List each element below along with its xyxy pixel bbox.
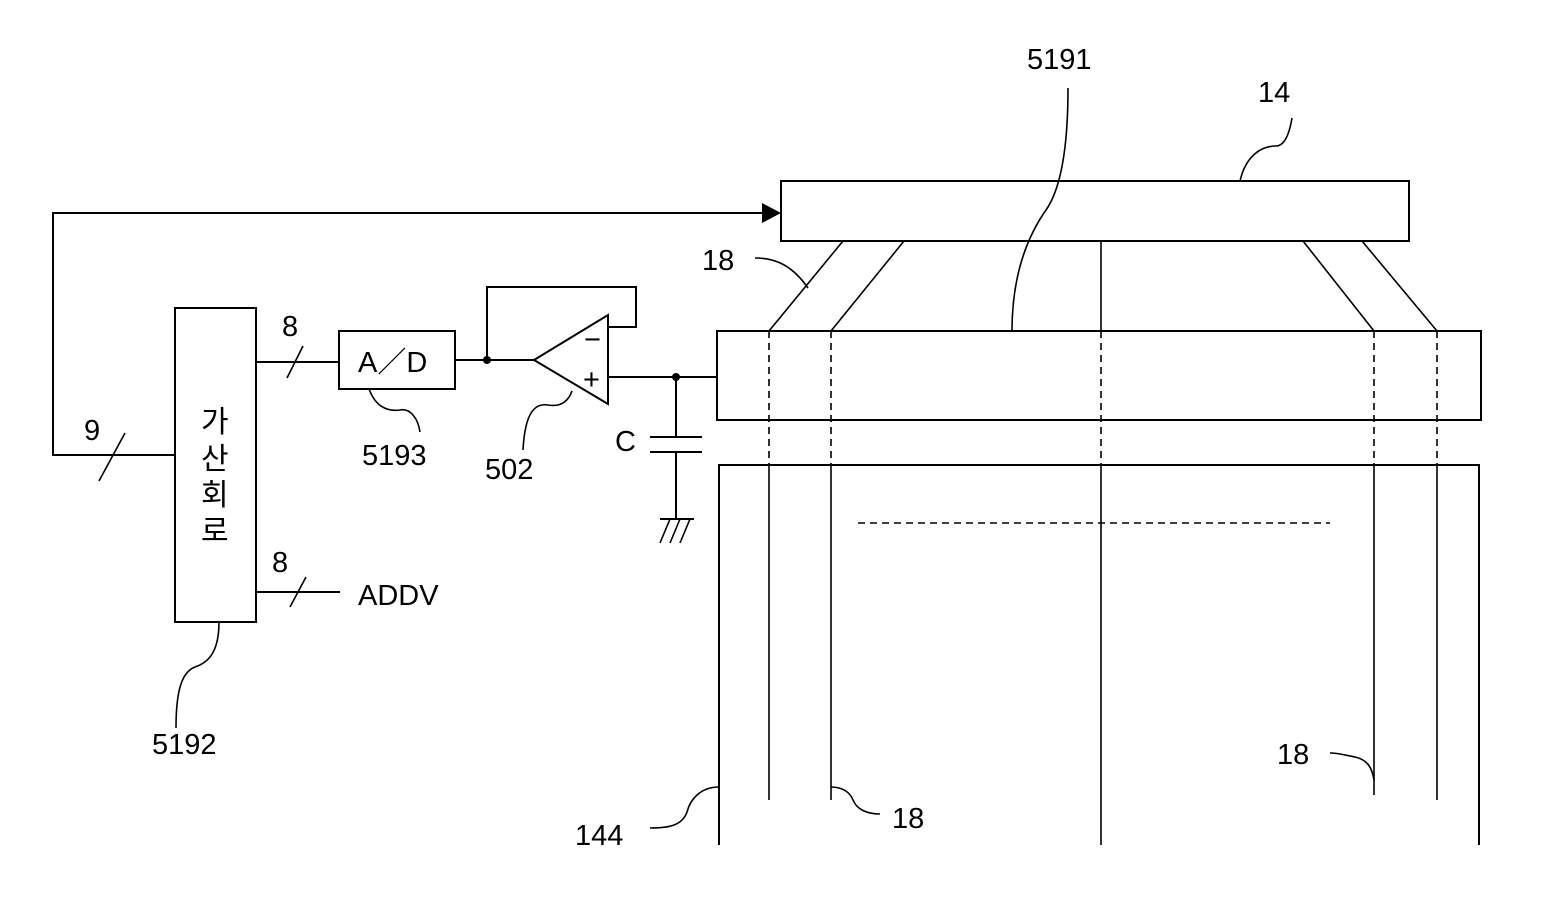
adder-char-2: 산 bbox=[201, 442, 229, 477]
label-502: 502 bbox=[485, 454, 533, 486]
adder-char-4: 로 bbox=[201, 514, 229, 549]
arrow-head bbox=[762, 203, 781, 223]
block-14 bbox=[781, 181, 1409, 241]
label-bus-8-bottom: 8 bbox=[272, 547, 288, 579]
label-bus-8-top: 8 bbox=[282, 311, 298, 343]
adder-char-3: 회 bbox=[201, 478, 229, 513]
label-capacitor: C bbox=[615, 426, 636, 458]
label-5193: 5193 bbox=[362, 440, 427, 472]
wires-18 bbox=[769, 241, 1437, 800]
panel-144 bbox=[719, 465, 1479, 845]
label-addv: ADDV bbox=[358, 580, 439, 612]
opamp-plus-sign: + bbox=[583, 364, 600, 396]
opamp-minus-sign: − bbox=[584, 324, 601, 356]
ad-label: A／D bbox=[358, 347, 427, 379]
label-18-upper-left: 18 bbox=[702, 245, 734, 277]
label-bus-9: 9 bbox=[84, 415, 100, 447]
bus-slash-9 bbox=[99, 433, 125, 481]
label-144: 144 bbox=[575, 820, 623, 852]
label-14: 14 bbox=[1258, 77, 1290, 109]
label-18-lower-middle: 18 bbox=[892, 803, 924, 835]
label-5191: 5191 bbox=[1027, 44, 1092, 76]
adder-char-1: 가 bbox=[201, 405, 229, 440]
label-18-lower-right: 18 bbox=[1277, 739, 1309, 771]
ground-symbol bbox=[660, 519, 694, 543]
label-5192: 5192 bbox=[152, 729, 217, 761]
